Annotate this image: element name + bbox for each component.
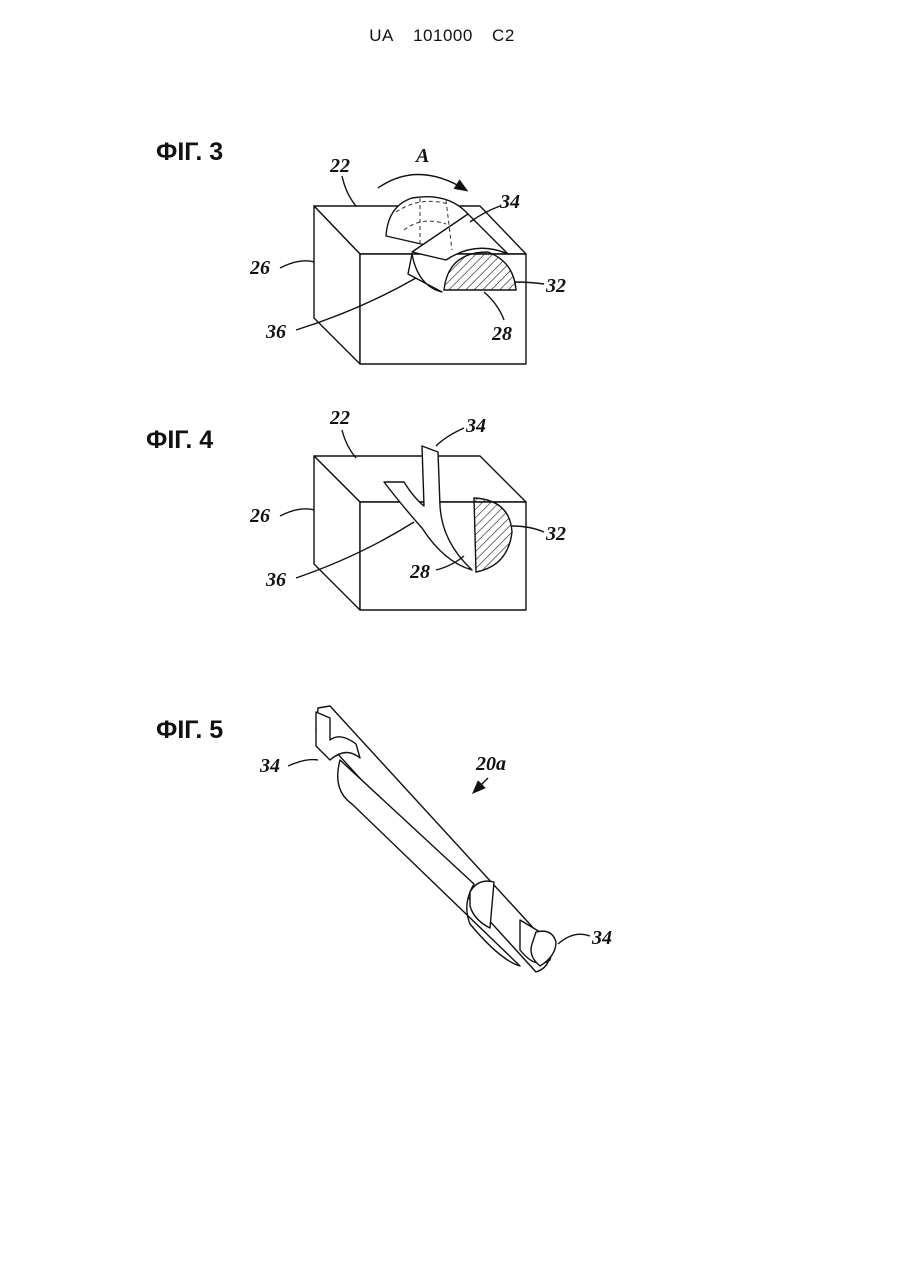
- label-20a: 20a: [475, 753, 506, 775]
- label-34: 34: [499, 191, 520, 213]
- label-26: 26: [249, 257, 270, 279]
- label-32: 32: [545, 523, 566, 545]
- tube-lower-surface: [338, 760, 520, 966]
- label-22: 22: [329, 155, 350, 177]
- label-34: 34: [465, 415, 486, 437]
- label-32: 32: [545, 275, 566, 297]
- leader-34-bottom: [558, 934, 590, 944]
- label-36: 36: [265, 321, 286, 343]
- figure-5-drawing: 34 20a 34: [259, 706, 612, 972]
- leader-34: [436, 428, 464, 446]
- leader-22: [342, 176, 356, 206]
- label-A: A: [414, 145, 429, 167]
- label-28: 28: [491, 323, 512, 345]
- label-34-bottom: 34: [591, 927, 612, 949]
- leader-34-top: [288, 760, 318, 766]
- leader-22: [342, 430, 356, 458]
- tube-end-ring: [531, 931, 556, 966]
- leader-26: [280, 509, 314, 516]
- figure-4-drawing: 22 34 26 32 36 28: [249, 407, 566, 610]
- rotation-arrow-A: [378, 174, 466, 190]
- arrow-20a: [474, 778, 488, 792]
- figure-3-drawing: 22 A 34 26 32 36 28: [249, 145, 566, 364]
- label-22: 22: [329, 407, 350, 429]
- label-26: 26: [249, 505, 270, 527]
- leader-26: [280, 261, 314, 268]
- label-36: 36: [265, 569, 286, 591]
- label-34-top: 34: [259, 755, 280, 777]
- label-28: 28: [409, 561, 430, 583]
